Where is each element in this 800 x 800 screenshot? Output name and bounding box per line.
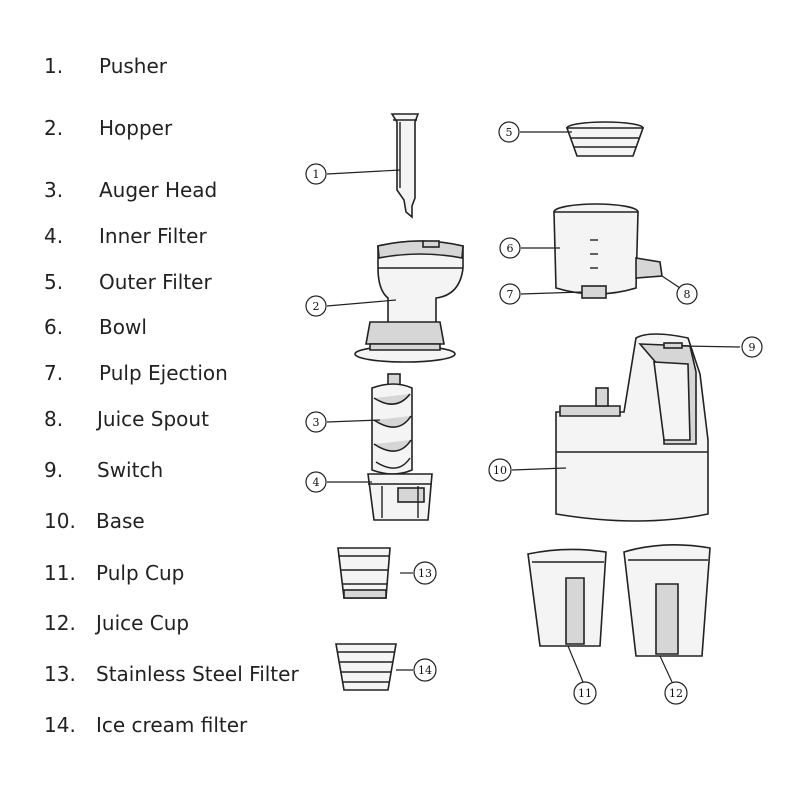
part-name: Inner Filter xyxy=(99,224,207,248)
callout-label: 6 xyxy=(507,242,514,255)
part-row-14: 14. Ice cream filter xyxy=(44,711,247,739)
juice-cup-illustration xyxy=(623,544,711,657)
part-name: Pulp Cup xyxy=(96,561,185,585)
outer-filter-illustration xyxy=(565,121,645,157)
part-row-2: 2. Hopper xyxy=(44,114,172,142)
part-name: Ice cream filter xyxy=(96,713,248,737)
callout-label: 9 xyxy=(749,341,756,354)
callout-9: 9 xyxy=(741,336,763,358)
auger-head-illustration xyxy=(371,373,413,475)
part-name: Auger Head xyxy=(99,178,218,202)
bowl-illustration xyxy=(553,203,663,299)
part-number: 7. xyxy=(44,361,64,385)
callout-label: 1 xyxy=(313,168,320,181)
callout-2: 2 xyxy=(305,295,327,317)
callout-1: 1 xyxy=(305,163,327,185)
stainless-steel-filter-illustration xyxy=(337,547,391,599)
part-number: 6. xyxy=(44,315,64,339)
callout-label: 5 xyxy=(506,126,513,139)
pulp-cup-illustration xyxy=(527,548,607,647)
hopper-illustration xyxy=(354,240,464,363)
part-row-4: 4. Inner Filter xyxy=(44,222,207,250)
callout-12: 12 xyxy=(664,681,688,705)
part-name: Pulp Ejection xyxy=(99,361,228,385)
callout-label: 10 xyxy=(493,464,507,477)
part-number: 13. xyxy=(44,662,76,686)
callout-label: 12 xyxy=(669,687,683,700)
callout-label: 13 xyxy=(418,567,432,580)
parts-list: 1. Pusher 2. Hopper 3. Auger Head 4. Inn… xyxy=(0,0,320,800)
part-number: 11. xyxy=(44,561,76,585)
callout-label: 4 xyxy=(313,476,320,489)
part-row-12: 12. Juice Cup xyxy=(44,609,189,637)
callout-5: 5 xyxy=(498,121,520,143)
part-row-11: 11. Pulp Cup xyxy=(44,559,184,587)
part-row-1: 1. Pusher xyxy=(44,52,167,80)
part-name: Switch xyxy=(97,458,164,482)
base-illustration xyxy=(555,333,709,522)
part-row-8: 8. Juice Spout xyxy=(44,405,209,433)
callout-13: 13 xyxy=(413,561,437,585)
part-name: Stainless Steel Filter xyxy=(96,662,299,686)
callout-label: 3 xyxy=(313,416,320,429)
callout-3: 3 xyxy=(305,411,327,433)
callout-label: 14 xyxy=(418,664,432,677)
part-row-7: 7. Pulp Ejection xyxy=(44,359,228,387)
callout-8: 8 xyxy=(676,283,698,305)
callout-10: 10 xyxy=(488,458,512,482)
ice-cream-filter-illustration xyxy=(335,643,397,691)
part-number: 10. xyxy=(44,509,76,533)
callout-4: 4 xyxy=(305,471,327,493)
part-number: 3. xyxy=(44,178,64,202)
part-row-13: 13. Stainless Steel Filter xyxy=(44,660,299,688)
part-number: 1. xyxy=(44,54,64,78)
part-name: Juice Cup xyxy=(96,611,190,635)
part-number: 9. xyxy=(44,458,64,482)
callout-14: 14 xyxy=(413,658,437,682)
part-number: 12. xyxy=(44,611,76,635)
part-row-6: 6. Bowl xyxy=(44,313,147,341)
callout-label: 11 xyxy=(578,687,592,700)
pusher-illustration xyxy=(390,113,420,219)
part-number: 14. xyxy=(44,713,76,737)
part-number: 4. xyxy=(44,224,64,248)
part-name: Bowl xyxy=(99,315,147,339)
part-row-9: 9. Switch xyxy=(44,456,163,484)
part-name: Outer Filter xyxy=(99,270,212,294)
part-number: 5. xyxy=(44,270,64,294)
callout-label: 7 xyxy=(507,288,514,301)
callout-label: 2 xyxy=(313,300,320,313)
part-number: 2. xyxy=(44,116,64,140)
callout-11: 11 xyxy=(573,681,597,705)
part-name: Juice Spout xyxy=(97,407,209,431)
part-row-5: 5. Outer Filter xyxy=(44,268,212,296)
part-name: Hopper xyxy=(99,116,173,140)
inner-filter-illustration xyxy=(367,473,433,521)
part-number: 8. xyxy=(44,407,64,431)
part-name: Base xyxy=(96,509,145,533)
callout-7: 7 xyxy=(499,283,521,305)
leader-lines xyxy=(326,131,741,683)
part-name: Pusher xyxy=(99,54,168,78)
callout-6: 6 xyxy=(499,237,521,259)
callout-label: 8 xyxy=(684,288,691,301)
part-row-3: 3. Auger Head xyxy=(44,176,217,204)
part-row-10: 10. Base xyxy=(44,507,145,535)
